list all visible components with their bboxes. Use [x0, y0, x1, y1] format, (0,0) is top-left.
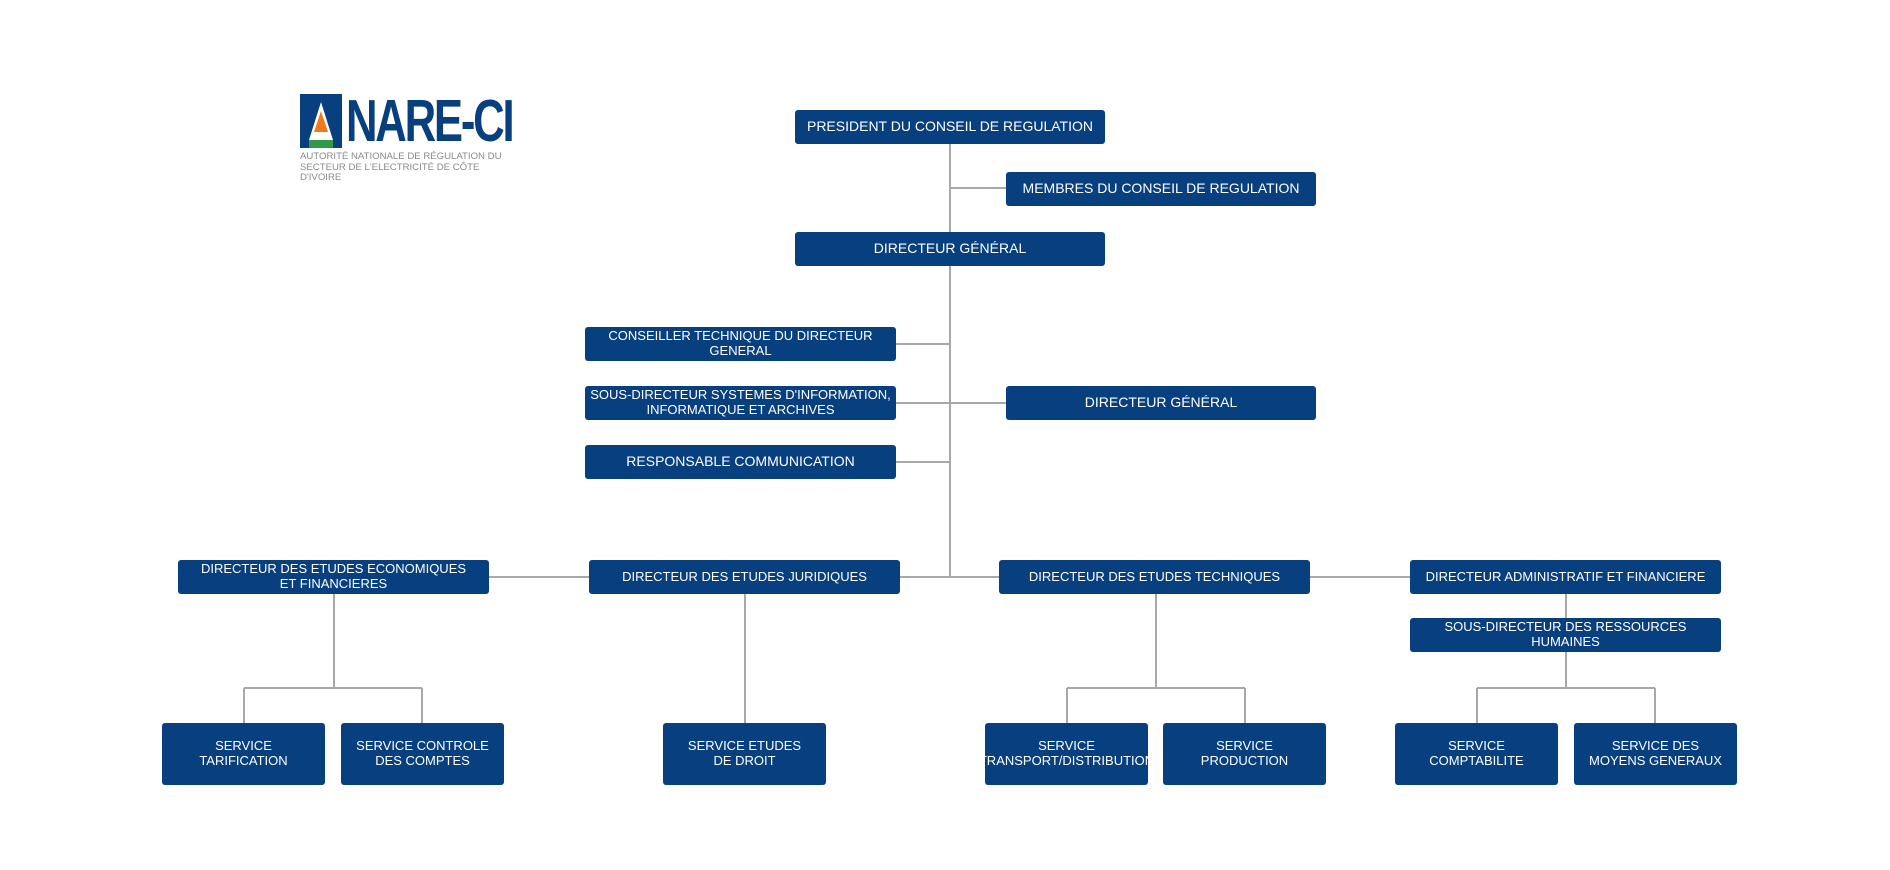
node-service-comptabilite: SERVICE COMPTABILITE [1395, 723, 1558, 785]
node-conseiller-technique: CONSEILLER TECHNIQUE DU DIRECTEUR GENERA… [585, 327, 896, 361]
node-directeur-etudes-juridiques: DIRECTEUR DES ETUDES JURIDIQUES [589, 560, 900, 594]
logo-wordmark: NARE-CI [346, 88, 515, 154]
node-directeur-etudes-economiques: DIRECTEUR DES ETUDES ECONOMIQUES ET FINA… [178, 560, 489, 594]
node-directeur-general: DIRECTEUR GÉNÉRAL [795, 232, 1105, 266]
node-sous-directeur-rh: SOUS-DIRECTEUR DES RESSOURCES HUMAINES [1410, 618, 1721, 652]
node-directeur-general-right: DIRECTEUR GÉNÉRAL [1006, 386, 1316, 420]
node-service-tarification: SERVICE TARIFICATION [162, 723, 325, 785]
logo-a-mark-icon [300, 94, 342, 148]
node-directeur-administratif: DIRECTEUR ADMINISTRATIF ET FINANCIERE [1410, 560, 1721, 594]
node-service-etudes-droit: SERVICE ETUDES DE DROIT [663, 723, 826, 785]
node-directeur-etudes-techniques: DIRECTEUR DES ETUDES TECHNIQUES [999, 560, 1310, 594]
node-service-production: SERVICE PRODUCTION [1163, 723, 1326, 785]
node-sous-directeur-si: SOUS-DIRECTEUR SYSTEMES D'INFORMATION, I… [585, 386, 896, 420]
node-membres-conseil: MEMBRES DU CONSEIL DE REGULATION [1006, 172, 1316, 206]
anare-ci-logo: NARE-CI AUTORITÉ NATIONALE DE RÉGULATION… [300, 88, 520, 184]
node-service-transport-distribution: SERVICE TRANSPORT/DISTRIBUTION [979, 723, 1154, 785]
node-president: PRESIDENT DU CONSEIL DE REGULATION [795, 110, 1105, 144]
node-responsable-communication: RESPONSABLE COMMUNICATION [585, 445, 896, 479]
logo-tagline: AUTORITÉ NATIONALE DE RÉGULATION DU SECT… [300, 151, 502, 184]
node-service-moyens-generaux: SERVICE DES MOYENS GENERAUX [1574, 723, 1737, 785]
node-service-controle-comptes: SERVICE CONTROLE DES COMPTES [341, 723, 504, 785]
